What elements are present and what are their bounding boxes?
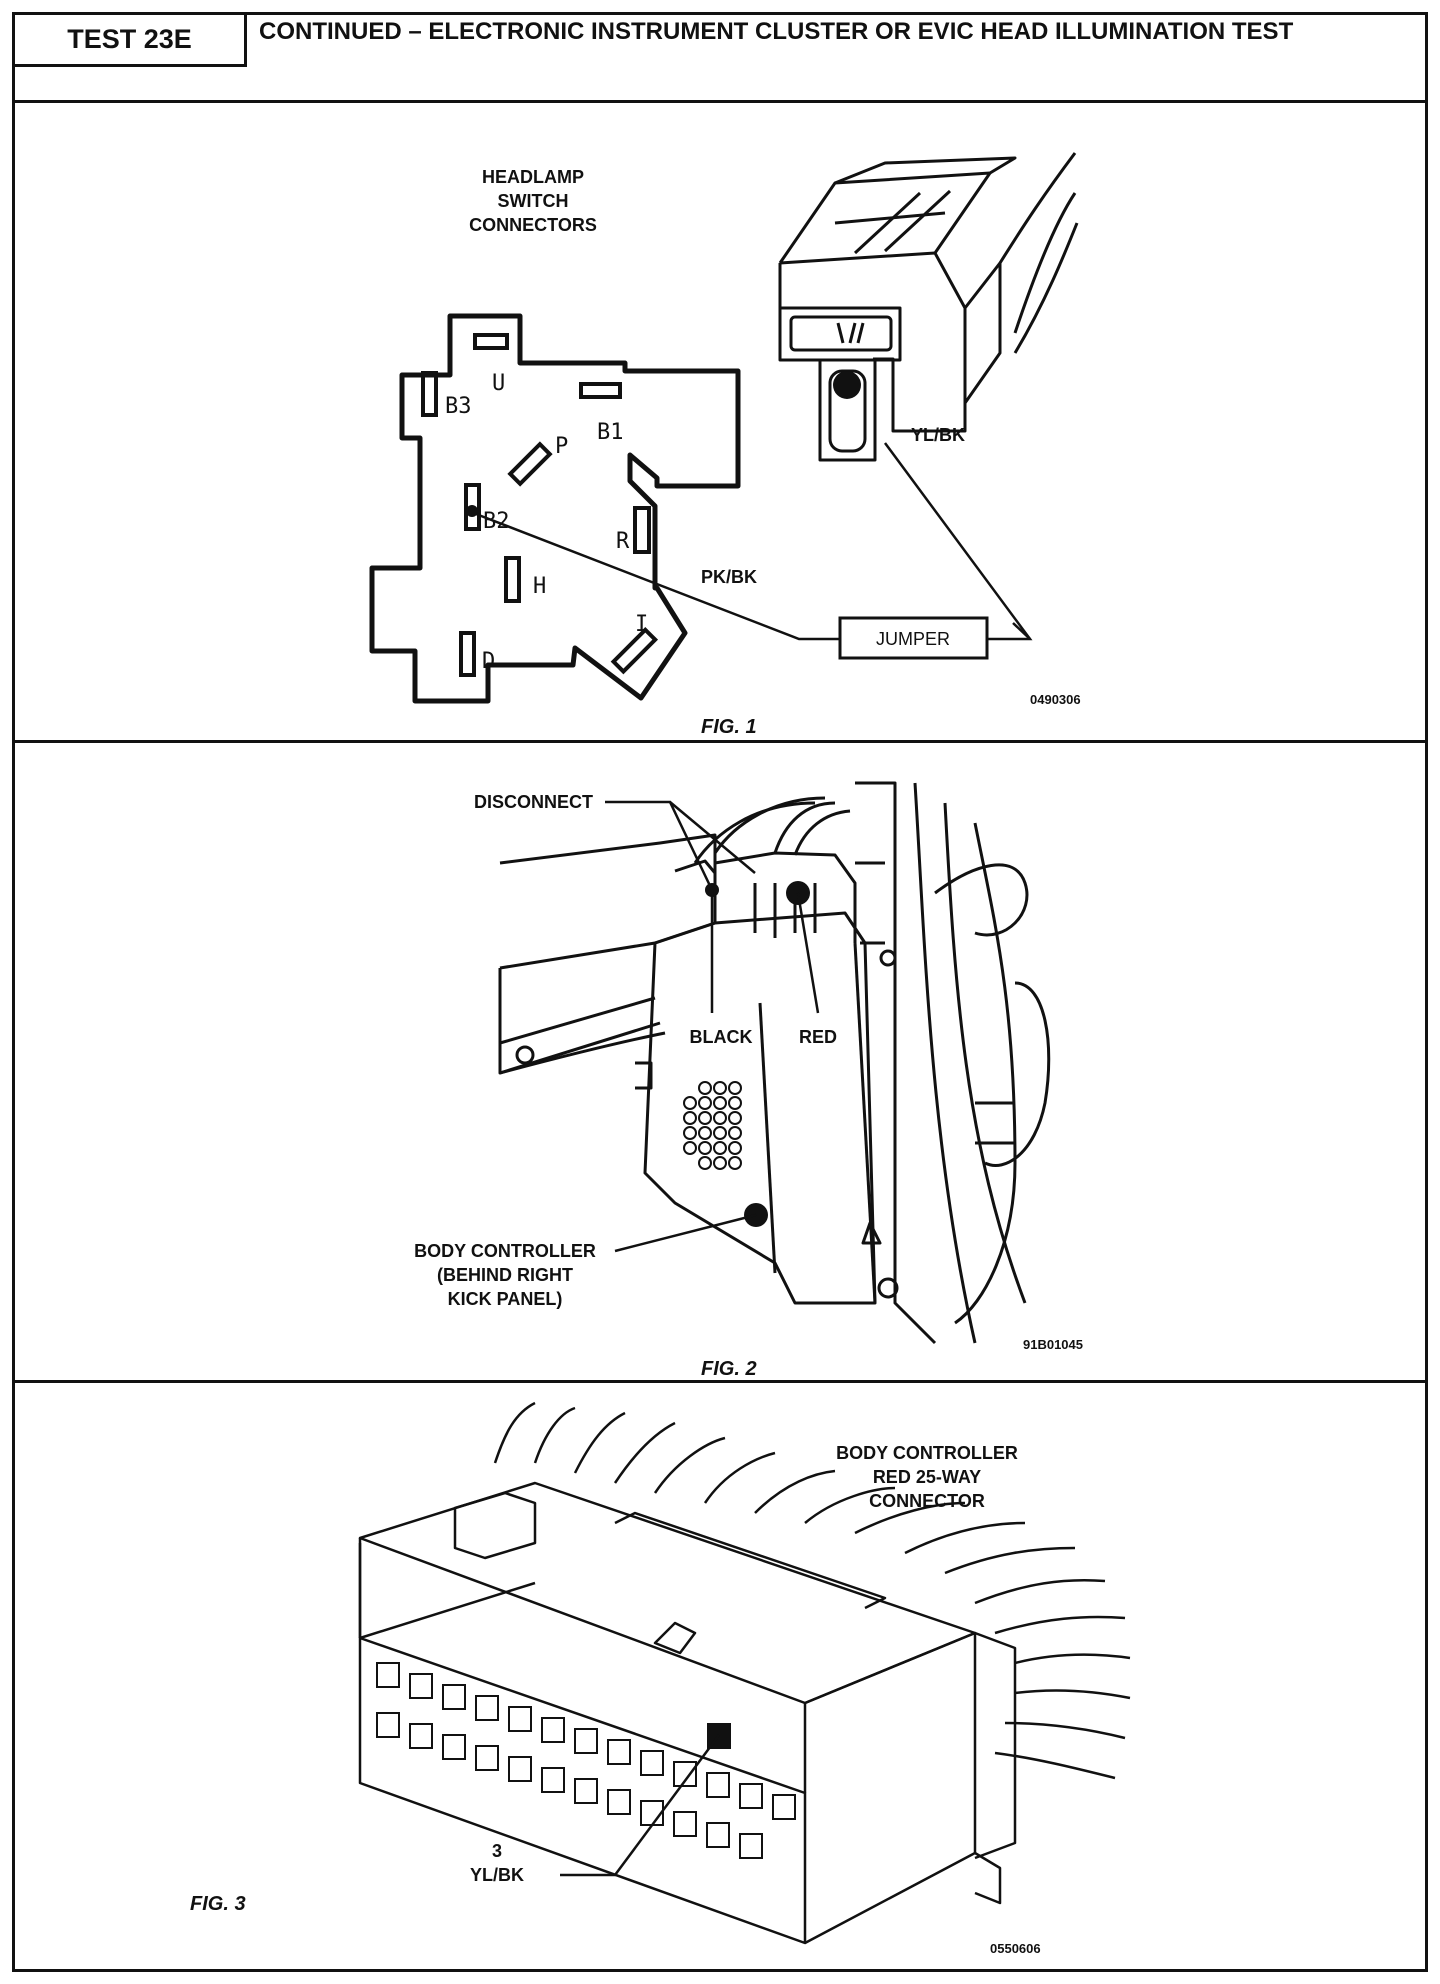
pin-i-slot [610,626,659,675]
headlamp-switch-body [369,313,741,704]
figure-2-drawing: DISCONNECT BLACK RED BODY CONTROLLER (BE… [414,781,1083,1380]
fig3-title-line-3: CONNECTOR [869,1491,985,1511]
body-controller-vent-holes [683,1081,742,1170]
fig3-title-line-1: BODY CONTROLLER [836,1443,1018,1463]
fig1-code: 0490306 [1030,692,1081,707]
red-connector-label: RED [799,1027,837,1047]
figure-3-panel: 3 YL/BK BODY CONTROLLER RED 25-WAY CONNE… [15,1383,1425,1969]
dash-shelf [499,833,717,970]
pin-wire-label: YL/BK [470,1865,524,1885]
fig2-code: 91B01045 [1023,1337,1083,1352]
yl-bk-pin-dot [833,371,861,399]
jumper-box [838,616,989,660]
pin-d-slot [459,631,476,677]
pin-p-slot [507,441,553,487]
pin-number-label: 3 [492,1841,502,1861]
fig1-caption: FIG. 1 [701,716,757,738]
figure-1-drawing: U B3 B1 P B2 R H D I HEADLAMP SWITCH CON… [369,152,1081,738]
fig1-title-line-3: CONNECTORS [469,215,597,235]
latch-tab [653,1621,697,1655]
connector-wire-bundle [493,1401,1131,1780]
diagnostic-sheet: TEST 23E CONTINUED – ELECTRONIC INSTRUME… [12,12,1428,1972]
pin-b3-slot [421,371,438,417]
figure-3-drawing: 3 YL/BK BODY CONTROLLER RED 25-WAY CONNE… [190,1401,1131,1956]
pin-label-i: I [635,612,648,637]
pin-label-d: D [482,649,495,674]
yl-bk-connector [778,152,1079,462]
pk-bk-wire-label: PK/BK [701,567,757,587]
fig2-caption: FIG. 2 [701,1358,757,1380]
test-id: TEST 23E [15,15,247,67]
jumper-probe-b2 [466,505,478,517]
fig3-code: 0550606 [990,1941,1041,1956]
jumper-wire-left [475,512,840,641]
pin-label-r: R [616,529,630,554]
page-title: CONTINUED – ELECTRONIC INSTRUMENT CLUSTE… [259,18,1294,45]
jumper-wire-right-2 [1012,622,1031,640]
pin-label-u: U [492,371,505,396]
body-controller-housing [643,911,877,1305]
pin-b1-slot [579,382,622,399]
figure-2-panel: DISCONNECT BLACK RED BODY CONTROLLER (BE… [15,743,1425,1383]
yl-bk-wire-label: YL/BK [911,425,965,445]
connector-front-face [358,1636,807,1945]
disconnect-label: DISCONNECT [474,792,593,812]
pin-label-b3: B3 [445,394,472,419]
body-controller-label-1: BODY CONTROLLER [414,1241,596,1261]
figure-1-panel: U B3 B1 P B2 R H D I HEADLAMP SWITCH CON… [15,103,1425,743]
jumper-wire-right [883,442,1033,641]
body-controller-label-2: (BEHIND RIGHT [437,1265,573,1285]
pin-label-h: H [533,574,546,599]
black-connector-label: BLACK [690,1027,753,1047]
pin-r-slot [633,506,651,554]
pin-label-p: P [555,434,568,459]
connector-pin-cavities [376,1662,796,1859]
body-controller-label-3: KICK PANEL) [448,1289,563,1309]
pin-h-slot [504,556,521,603]
jumper-label: JUMPER [876,629,950,649]
pin-label-b1: B1 [597,420,624,445]
fig1-title-line-2: SWITCH [498,191,569,211]
pin-b2-slot [464,483,481,531]
fig1-title-line-1: HEADLAMP [482,167,584,187]
pin-u-slot [473,333,509,350]
fig3-caption: FIG. 3 [190,1893,246,1915]
sheet-header: TEST 23E CONTINUED – ELECTRONIC INSTRUME… [15,15,1425,103]
fig3-title-line-2: RED 25-WAY [873,1467,981,1487]
